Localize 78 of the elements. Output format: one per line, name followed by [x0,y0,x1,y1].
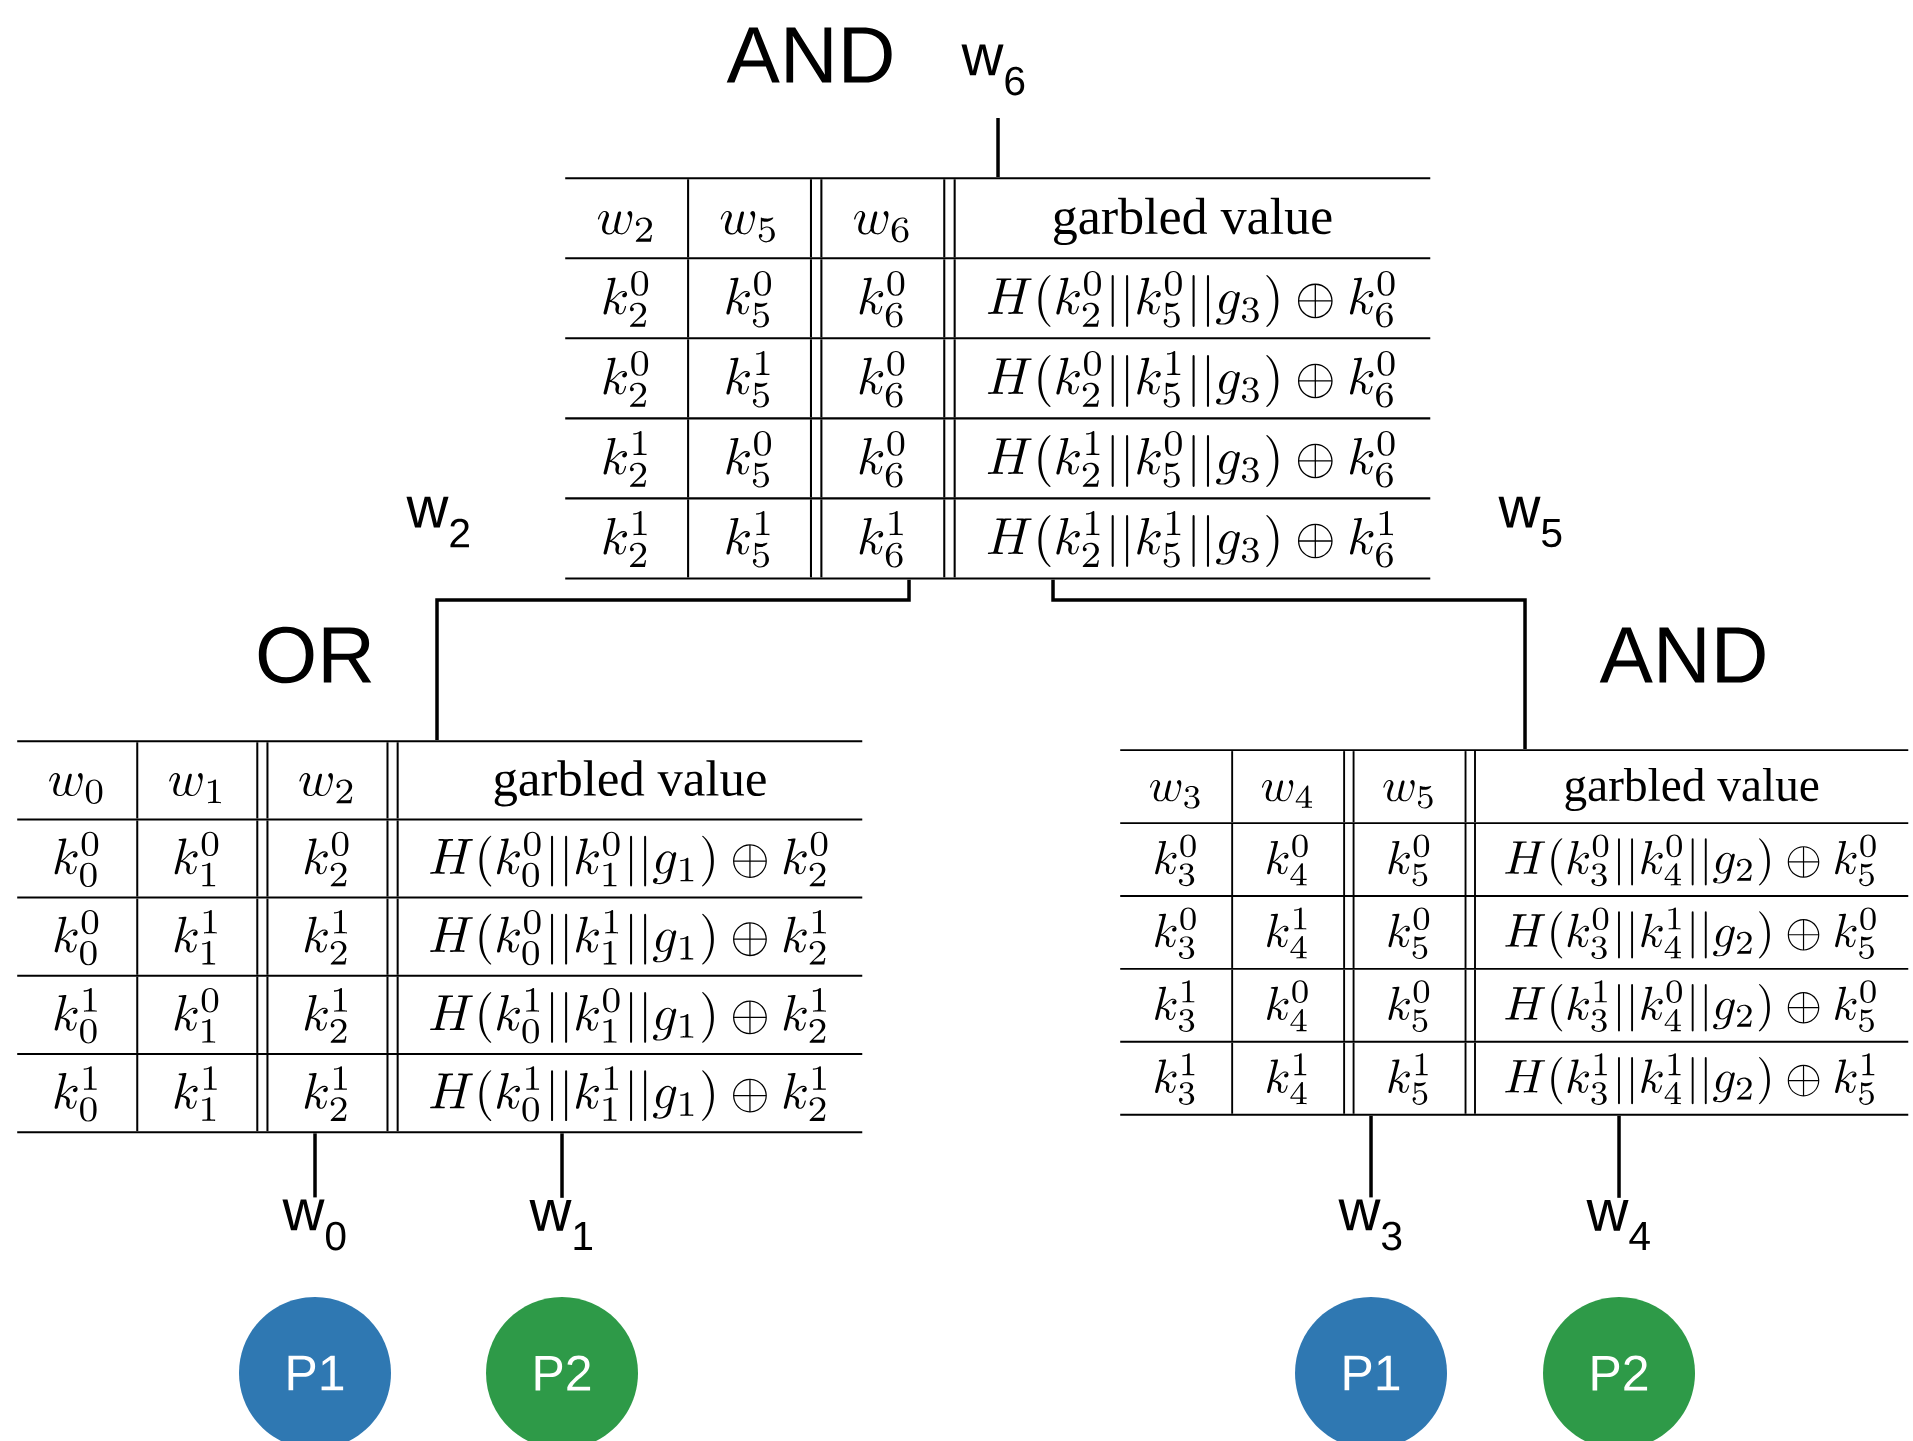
node-label: $H(k_3^0||k_4^1||g_2) \oplus k_5^0$ [1505,907,1876,960]
node-label: garbled value [1565,767,1819,812]
node-label: $k_4^1$ [1267,1053,1307,1105]
gate-label: AND [1599,627,1765,683]
node-label: $H(k_3^1||k_4^0||g_2) \oplus k_5^0$ [1505,980,1876,1032]
node-label: garbled value [1054,197,1332,246]
node-label: $H(k_3^1||k_4^1||g_2) \oplus k_5^1$ [1505,1053,1875,1105]
node-label: $w_4$ [1261,779,1312,808]
node-label: $k_2^0$ [304,831,349,887]
node-label: $k_0^0$ [54,909,99,966]
node-label: $H(k_0^0||k_1^0||g_1) \oplus k_2^0$ [430,831,828,888]
node-label: $H(k_2^1||k_5^1||g_3) \oplus k_6^1$ [987,510,1393,568]
garbled-table: $w_2$ $w_5$ $w_6$ garbled value $k_2^0$ $k_5^0$ $k_6^0$ $H(k_2^0||k_5^0||g_3) \oplus k_6^0$ $k_2^0$ $k_5^1$ $k_6^0$ $H(k_2^0||k_5^1||g_3) \oplus k_6^0$ $k_2^1$ $k_5^0$ $k_6^0$ $H(k_2^1||k_5^0||g_3) \oplus k_6^0$ $k_2^1$ $k_5^1$ $k_6^1$ $H(k_2^1||k_5^1||g_3) \oplus k_6^1$ [565,177,1431,580]
node-label: $k_0^0$ [54,831,99,888]
node-label: $w_1$ [169,773,221,804]
node-label: $k_6^0$ [859,270,905,328]
node-label: $k_5^1$ [726,350,770,408]
node-label: $w_5$ [1383,779,1433,809]
node-label: $k_2^1$ [304,1066,347,1121]
wire-label: w$_{6}$ [961,44,1025,96]
node-label: $k_1^1$ [174,1066,217,1121]
node-label: $w_2$ [299,773,353,804]
node-label: $k_5^0$ [1388,980,1430,1032]
node-label: $k_4^0$ [1267,834,1308,886]
node-label: $k_6^1$ [859,510,903,568]
node-label: $k_2^1$ [304,909,347,965]
node-label: $k_1^0$ [174,988,219,1043]
wire-label: w$_{0}$ [282,1199,346,1251]
connector-line [1617,1115,1621,1198]
node-label: $k_5^1$ [726,510,770,568]
node-label: $k_2^1$ [603,510,647,567]
wire-label: w$_{4}$ [1586,1200,1650,1250]
node-label: $k_5^0$ [1388,834,1430,887]
node-label: $k_4^1$ [1267,907,1307,959]
wire-label: w$_{3}$ [1338,1199,1402,1251]
node-label: $H(k_2^0||k_5^0||g_3) \oplus k_6^0$ [987,270,1395,328]
node-label: $k_1^1$ [174,909,217,965]
node-label: $k_5^0$ [1388,907,1430,960]
node-label: $H(k_0^1||k_1^1||g_1) \oplus k_2^1$ [430,1066,826,1122]
garbled-table: $w_3$ $w_4$ $w_5$ garbled value $k_3^0$ $k_4^0$ $k_5^0$ $H(k_3^0||k_4^0||g_2) \oplus k_5^0$ $k_3^0$ $k_4^1$ $k_5^0$ $H(k_3^0||k_4^1||g_2) \oplus k_5^0$ $k_3^1$ $k_4^0$ $k_5^0$ $H(k_3^1||k_4^0||g_2) \oplus k_5^0$ $k_3^1$ $k_4^1$ $k_5^1$ $H(k_3^1||k_4^1||g_2) \oplus k_5^1$ [1119,749,1910,1116]
connector-line [313,1133,317,1198]
node-label: $k_5^0$ [726,430,771,488]
node-label: $k_6^0$ [859,430,905,488]
connector-line [1369,1115,1373,1198]
node-label: $k_2^0$ [603,270,649,327]
gate-label: OR [258,626,372,684]
node-label: $k_3^1$ [1155,1053,1195,1105]
garbled-table: $w_0$ $w_1$ $w_2$ garbled value $k_0^0$ $k_1^0$ $k_2^0$ $H(k_0^0||k_1^0||g_1) \oplus k_2^0$ $k_0^0$ $k_1^1$ $k_2^1$ $H(k_0^0||k_1^1||g_1) \oplus k_2^1$ $k_0^1$ $k_1^0$ $k_2^1$ $H(k_0^1||k_1^0||g_1) \oplus k_2^1$ $k_0^1$ $k_1^1$ $k_2^1$ $H(k_0^1||k_1^1||g_1) \oplus k_2^1$ [17,740,863,1134]
node-label: $k_0^1$ [54,1066,97,1122]
node-label: $k_3^0$ [1155,834,1196,887]
node-label: $k_6^0$ [859,350,905,408]
connector-line [996,118,1000,177]
node-label: $H(k_0^0||k_1^1||g_1) \oplus k_2^1$ [430,909,826,966]
node-label: $k_2^1$ [304,988,347,1043]
node-label: $H(k_2^0||k_5^1||g_3) \oplus k_6^0$ [987,350,1395,408]
node-label: $w_0$ [49,773,103,804]
node-label: $k_3^0$ [1155,907,1196,960]
connector-line [560,1133,564,1198]
node-label: $k_5^1$ [1388,1053,1428,1105]
node-label: $w_3$ [1150,779,1200,809]
edge-label: w$_{5}$ [1496,494,1566,550]
node-label: $H(k_0^1||k_1^0||g_1) \oplus k_2^1$ [430,988,826,1044]
node-label: garbled value [494,760,766,807]
node-label: $k_3^1$ [1155,980,1195,1032]
node-label: $k_2^0$ [603,350,649,407]
node-label: $k_1^0$ [174,831,219,887]
node-label: $w_5$ [720,210,775,243]
edge-label: w$_{2}$ [404,494,474,550]
node-label: $k_0^1$ [54,988,97,1044]
node-label: $k_2^1$ [603,430,647,487]
node-label: $w_2$ [597,210,652,242]
node-label: $k_4^0$ [1267,980,1308,1032]
wire-label: w$_{1}$ [529,1200,592,1250]
node-label: $H(k_3^0||k_4^0||g_2) \oplus k_5^0$ [1505,834,1876,887]
node-label: $w_6$ [854,210,909,243]
node-label: $H(k_2^1||k_5^0||g_3) \oplus k_6^0$ [987,430,1395,488]
node-label: $k_5^0$ [726,270,771,328]
gate-label: AND [726,27,892,83]
